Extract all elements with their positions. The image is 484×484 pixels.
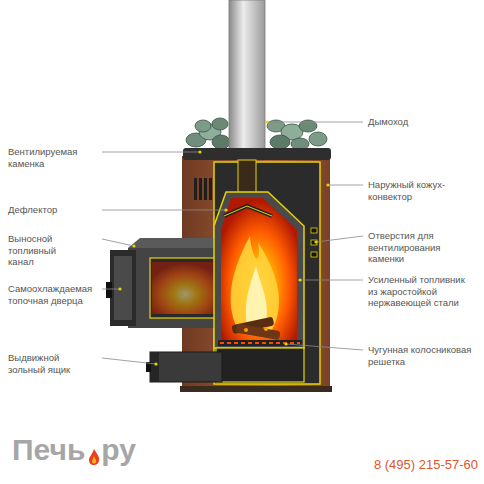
watermark-logo: Печь <box>12 432 85 469</box>
door-handle <box>106 282 112 298</box>
logo-flame <box>87 448 101 466</box>
ash-chamber <box>216 348 304 382</box>
firebox-fire <box>221 198 297 340</box>
channel-top <box>128 238 226 248</box>
firebox-wall <box>214 192 304 348</box>
callout-label: Отверстия для вентилирования каменки <box>368 230 476 265</box>
channel-cut <box>150 258 218 318</box>
drawer-front <box>150 352 159 382</box>
watermark-logo: ру <box>101 432 136 469</box>
casing-base <box>180 386 332 392</box>
cutaway-section <box>214 162 320 384</box>
stone-basket-rim <box>183 148 331 160</box>
fuel-channel <box>128 248 218 328</box>
grate <box>218 340 302 346</box>
flame <box>231 236 279 330</box>
door-face <box>114 256 132 320</box>
phone-number: 8 (495) 215-57-60 <box>374 457 478 473</box>
callout-label: Дефлектор <box>8 204 100 216</box>
vent-slots <box>194 178 212 200</box>
leader-lines <box>102 122 363 364</box>
deflector <box>224 206 272 216</box>
grate-bars <box>220 342 300 344</box>
callout-label: Усиленный топливник из жаростойкой нержа… <box>368 274 476 309</box>
callout-label: Выносной топливный канал <box>8 233 78 268</box>
callout-label: Дымоход <box>368 116 476 128</box>
channel-glow <box>152 262 218 314</box>
callout-label: Выдвижной зольный ящик <box>8 352 78 375</box>
chimney-throat <box>238 160 256 196</box>
fuel-door <box>110 250 136 326</box>
ember <box>244 328 248 332</box>
log <box>236 324 281 341</box>
deflector-edge <box>224 206 272 216</box>
ember <box>264 327 268 331</box>
leader-dots <box>118 120 329 365</box>
callout-label: Вентилируемая каменка <box>8 146 100 169</box>
callout-label: Самоохлаждаемая топочная дверца <box>8 283 100 306</box>
ash-drawer <box>150 352 222 382</box>
vent-holes <box>311 228 317 257</box>
callout-label: Чугунная колосниковая решетка <box>368 344 476 367</box>
callout-label: Наружный кожух-конвектор <box>368 179 476 202</box>
